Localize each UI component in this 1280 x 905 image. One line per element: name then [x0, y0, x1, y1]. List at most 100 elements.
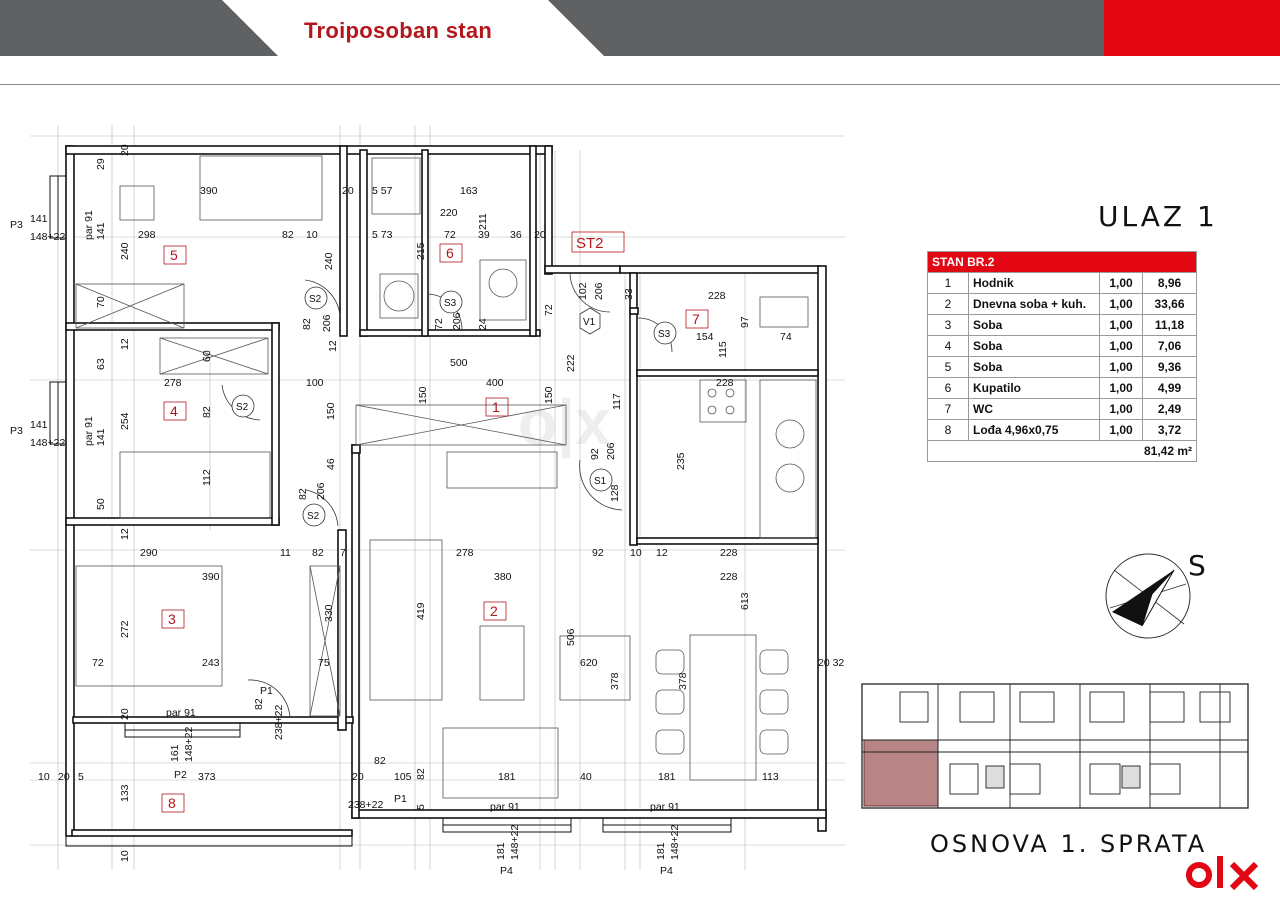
svg-text:206: 206	[321, 314, 333, 332]
svg-text:12: 12	[119, 528, 131, 540]
svg-text:24: 24	[477, 318, 489, 330]
svg-text:228: 228	[708, 290, 726, 302]
svg-text:240: 240	[119, 242, 131, 260]
svg-text:298: 298	[138, 229, 156, 241]
svg-text:161: 161	[169, 744, 181, 762]
svg-text:272: 272	[119, 620, 131, 638]
svg-text:4: 4	[170, 403, 178, 419]
svg-text:S2: S2	[236, 402, 249, 413]
svg-text:6: 6	[446, 245, 454, 261]
svg-text:20: 20	[352, 771, 364, 783]
area-table-title: STAN BR.2	[927, 251, 1197, 273]
svg-text:7: 7	[340, 547, 346, 559]
svg-text:390: 390	[202, 571, 220, 583]
svg-text:10: 10	[630, 547, 642, 559]
svg-text:97: 97	[739, 316, 751, 328]
svg-text:5: 5	[415, 804, 427, 810]
svg-text:150: 150	[543, 386, 555, 404]
svg-text:141: 141	[95, 222, 107, 240]
svg-text:8: 8	[168, 795, 176, 811]
svg-text:63: 63	[95, 358, 107, 370]
svg-text:613: 613	[739, 592, 751, 610]
svg-text:254: 254	[119, 412, 131, 430]
svg-text:102: 102	[577, 282, 589, 300]
svg-text:S3: S3	[658, 329, 671, 340]
svg-text:33: 33	[623, 288, 635, 300]
svg-text:154: 154	[696, 331, 714, 343]
header-divider	[0, 84, 1280, 85]
svg-text:500: 500	[450, 357, 468, 369]
svg-text:148+22: 148+22	[669, 825, 681, 860]
svg-text:10: 10	[119, 850, 131, 862]
svg-text:39: 39	[478, 229, 490, 241]
svg-text:206: 206	[315, 482, 327, 500]
svg-text:163: 163	[460, 185, 478, 197]
svg-text:390: 390	[200, 185, 218, 197]
svg-text:92: 92	[592, 547, 604, 559]
svg-text:60: 60	[201, 350, 213, 362]
svg-text:46: 46	[325, 458, 337, 470]
svg-text:141: 141	[30, 419, 48, 431]
svg-text:40: 40	[580, 771, 592, 783]
svg-text:P1: P1	[260, 685, 273, 697]
svg-text:20: 20	[119, 708, 131, 720]
svg-text:400: 400	[486, 377, 504, 389]
svg-text:12: 12	[327, 340, 339, 352]
svg-text:72: 72	[444, 229, 456, 241]
svg-text:36: 36	[510, 229, 522, 241]
svg-text:5 73: 5 73	[372, 229, 393, 241]
svg-text:206: 206	[605, 442, 617, 460]
header-gray-left	[0, 0, 278, 56]
header-red-block	[1104, 0, 1280, 56]
floor-plan: S2 S3 S2 S2 S1 S3 V1 5 6 7 4 1 3 2 8 ST2…	[10, 125, 845, 877]
svg-text:112: 112	[201, 469, 213, 486]
svg-text:5: 5	[78, 771, 84, 783]
svg-text:10: 10	[306, 229, 318, 241]
svg-text:par 91: par 91	[650, 801, 680, 813]
svg-text:7: 7	[692, 311, 700, 327]
svg-text:181: 181	[658, 771, 676, 783]
svg-text:12: 12	[656, 547, 668, 559]
svg-text:148+22: 148+22	[509, 825, 521, 860]
svg-text:ST2: ST2	[576, 235, 604, 252]
svg-text:20: 20	[58, 771, 70, 783]
svg-text:238+22: 238+22	[273, 705, 285, 740]
area-total: 81,42 m²	[927, 440, 1197, 462]
svg-text:50: 50	[95, 498, 107, 510]
svg-text:P3: P3	[10, 219, 23, 231]
svg-text:par 91: par 91	[83, 416, 95, 446]
svg-text:82: 82	[201, 406, 213, 418]
svg-text:82: 82	[253, 698, 265, 710]
header-bar: Troiposoban stan	[0, 0, 1280, 56]
svg-text:S1: S1	[594, 476, 607, 487]
svg-text:72: 72	[543, 304, 555, 316]
svg-text:133: 133	[119, 784, 131, 802]
svg-text:211: 211	[477, 213, 489, 230]
header-gray-right	[548, 0, 1104, 56]
svg-text:243: 243	[202, 657, 220, 669]
watermark: o|x	[518, 386, 611, 458]
svg-text:10: 10	[38, 771, 50, 783]
svg-text:150: 150	[325, 402, 337, 420]
svg-text:82: 82	[297, 488, 309, 500]
svg-text:5 57: 5 57	[372, 185, 393, 197]
svg-text:228: 228	[720, 547, 738, 559]
svg-text:378: 378	[609, 672, 621, 690]
svg-text:3: 3	[168, 611, 176, 627]
svg-text:181: 181	[655, 842, 667, 860]
svg-text:74: 74	[780, 331, 792, 343]
floor-title: OSNOVA 1. SPRATA	[930, 830, 1208, 858]
key-plan-icon	[861, 683, 1249, 809]
svg-text:29: 29	[95, 158, 107, 170]
svg-text:373: 373	[198, 771, 216, 783]
svg-text:70: 70	[95, 296, 107, 308]
svg-text:5: 5	[170, 247, 178, 263]
svg-text:75: 75	[318, 657, 330, 669]
svg-text:2: 2	[490, 603, 498, 619]
